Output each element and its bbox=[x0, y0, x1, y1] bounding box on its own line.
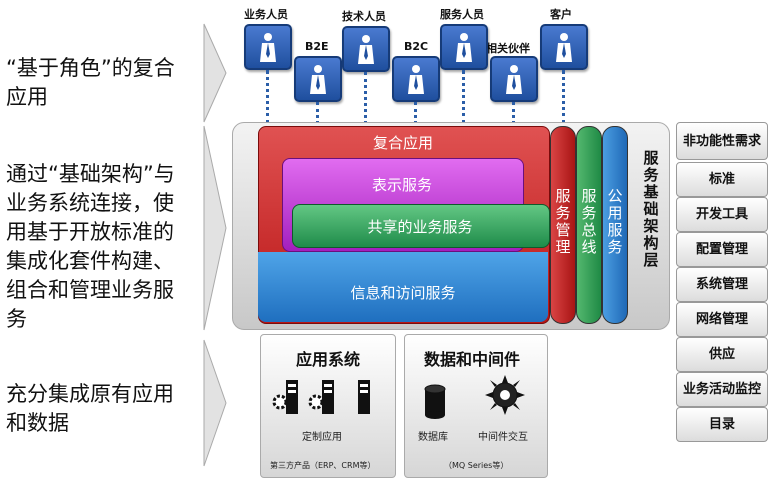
right-item-nonfunctional: 非功能性需求 bbox=[676, 122, 768, 160]
mq-series-note: （MQ Series等） bbox=[444, 461, 509, 470]
composite-app-label: 复合应用 bbox=[372, 134, 433, 152]
chevron-icon bbox=[203, 23, 227, 123]
common-service-label: 公用服务 bbox=[607, 187, 623, 256]
connector-line bbox=[364, 72, 367, 124]
role-label-partner: 相关伙伴 bbox=[486, 42, 530, 55]
person-icon-tech bbox=[342, 26, 390, 72]
left-text-role-based: “基于角色”的复合 应用 bbox=[6, 56, 175, 109]
right-item-network-mgmt: 网络管理 bbox=[676, 302, 768, 337]
shared-service-box bbox=[292, 204, 550, 248]
infra-layer-label: 服务基础架构层 bbox=[643, 149, 659, 269]
database-icon bbox=[424, 384, 446, 419]
shared-service-label: 共享的业务服务 bbox=[367, 218, 473, 236]
service-mgmt-label: 服务管理 bbox=[555, 187, 571, 256]
role-label-b2c: B2C bbox=[404, 40, 429, 53]
left-text-integration: 充分集成原有应用 和数据 bbox=[6, 382, 174, 435]
middleware-label: 中间件交互 bbox=[478, 432, 528, 443]
connector-line bbox=[316, 102, 319, 124]
role-label-sales: 业务人员 bbox=[244, 8, 288, 21]
chevron-icon bbox=[203, 125, 227, 331]
person-icon-sales bbox=[244, 24, 292, 70]
role-label-customer: 客户 bbox=[550, 8, 572, 21]
right-item-supply: 供应 bbox=[676, 337, 768, 372]
right-item-directory: 目录 bbox=[676, 407, 768, 442]
role-label-tech: 技术人员 bbox=[342, 10, 386, 23]
person-icon-partner bbox=[490, 56, 538, 102]
role-label-b2e: B2E bbox=[305, 40, 329, 53]
left-text-infrastructure: 通过“基础架构”与 业务系统连接，使 用基于开放标准的 集成化套件构建、 组合和… bbox=[6, 162, 175, 331]
person-icon-b2c bbox=[392, 56, 440, 102]
service-bus-label: 服务总线 bbox=[581, 187, 597, 256]
person-icon-b2e bbox=[294, 56, 342, 102]
right-item-config-mgmt: 配置管理 bbox=[676, 232, 768, 267]
right-item-system-mgmt: 系统管理 bbox=[676, 267, 768, 302]
database-label: 数据库 bbox=[418, 432, 448, 443]
chevron-icon bbox=[203, 339, 227, 467]
common-service-bar bbox=[602, 126, 628, 324]
right-item-standard: 标准 bbox=[676, 162, 768, 197]
data-middleware-title: 数据和中间件 bbox=[424, 350, 521, 369]
service-mgmt-bar bbox=[550, 126, 576, 324]
role-label-service: 服务人员 bbox=[440, 8, 484, 21]
connector-line bbox=[562, 70, 565, 124]
connector-line bbox=[512, 102, 515, 124]
connector-line bbox=[266, 70, 269, 124]
service-bus-bar bbox=[576, 126, 602, 324]
third-party-note: 第三方产品（ERP、CRM等） bbox=[270, 461, 376, 470]
right-item-dev-tools: 开发工具 bbox=[676, 197, 768, 232]
connector-line bbox=[462, 70, 465, 124]
middleware-sun-icon bbox=[485, 375, 525, 415]
connector-line bbox=[414, 102, 417, 124]
presentation-service-label: 表示服务 bbox=[371, 176, 432, 194]
server-gear-icon bbox=[272, 380, 370, 414]
app-system-title: 应用系统 bbox=[296, 350, 361, 369]
info-access-box bbox=[258, 252, 548, 322]
custom-app-label: 定制应用 bbox=[302, 432, 342, 443]
info-access-label: 信息和访问服务 bbox=[350, 284, 456, 302]
person-icon-customer bbox=[540, 24, 588, 70]
person-icon-service bbox=[440, 24, 488, 70]
right-item-bam: 业务活动监控 bbox=[676, 372, 768, 407]
